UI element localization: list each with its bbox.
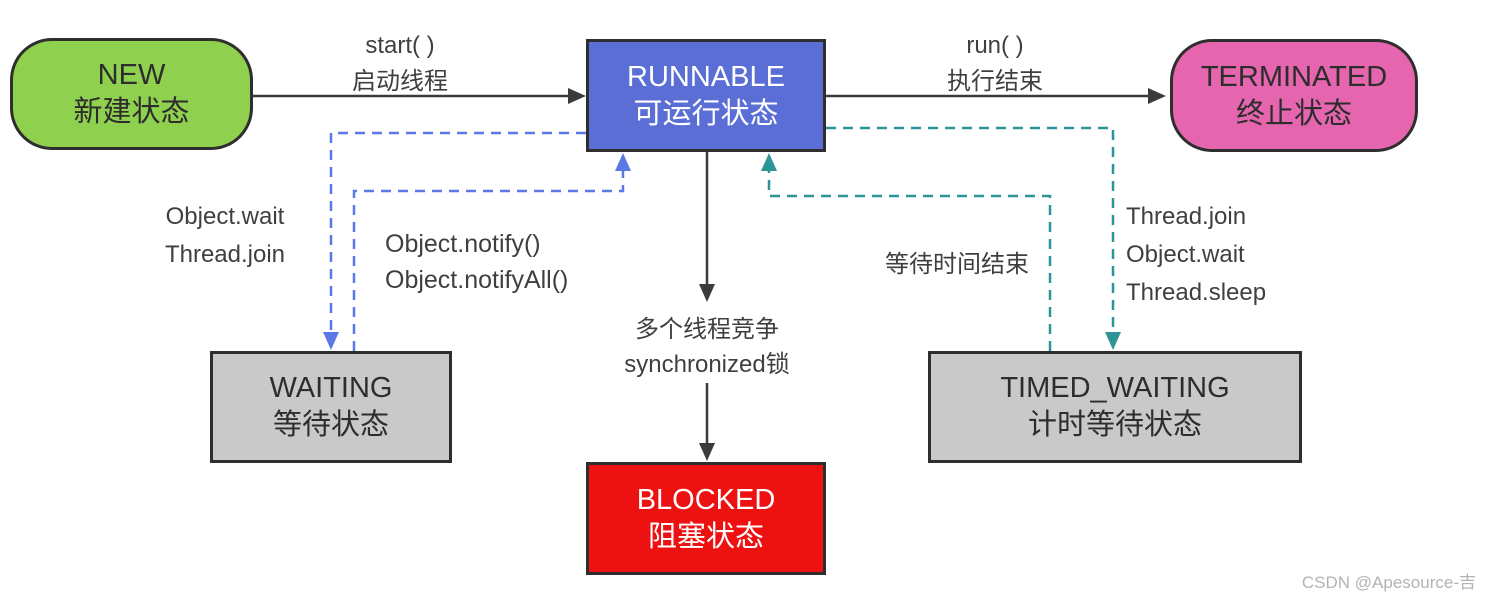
arrowhead-runnable-to-timed-waiting-icon — [1105, 332, 1121, 350]
edge-label-to-timed-waiting: Thread.join Object.wait Thread.sleep — [1126, 198, 1266, 312]
arrowhead-label-to-blocked-icon — [699, 443, 715, 461]
edge-label-to-blocked: 多个线程竞争 synchronized锁 — [590, 312, 824, 382]
edge-label-from-waiting-line1: Object.notify() — [385, 230, 541, 258]
edge-runnable-to-timed-waiting — [826, 126, 1115, 334]
arrowhead-waiting-to-runnable-icon — [615, 153, 631, 171]
node-waiting-title: WAITING — [269, 372, 393, 404]
edge-label-from-waiting-line2: Object.notifyAll() — [385, 266, 569, 294]
edge-label-to-waiting-line2: Thread.join — [164, 241, 286, 268]
edge-label-to-waiting-line1: Object.wait — [165, 203, 285, 230]
arrowhead-runnable-to-label-icon — [699, 284, 715, 302]
node-blocked-subtitle: 阻塞状态 — [647, 520, 764, 553]
node-blocked-title: BLOCKED — [636, 483, 776, 516]
edge-runnable-to-waiting — [329, 131, 586, 334]
edge-label-from-timed-waiting-line1: 等待时间结束 — [885, 251, 1029, 278]
edge-label-start-line1: start( ) — [365, 32, 435, 59]
edge-label-run-line1: run( ) — [966, 32, 1024, 59]
edge-label-from-waiting: Object.notify() Object.notifyAll() — [385, 226, 568, 298]
node-terminated-title: TERMINATED — [1200, 60, 1388, 93]
node-waiting-subtitle: 等待状态 — [272, 409, 389, 441]
node-blocked: BLOCKED 阻塞状态 — [586, 462, 826, 575]
edge-label-from-timed-waiting: 等待时间结束 — [872, 247, 1042, 283]
edge-label-to-timed-waiting-line1: Thread.join — [1126, 203, 1247, 230]
edge-label-to-timed-waiting-line2: Object.wait — [1126, 241, 1245, 268]
node-timed-waiting: TIMED_WAITING 计时等待状态 — [928, 351, 1302, 463]
node-runnable-subtitle: 可运行状态 — [633, 97, 779, 130]
edge-label-to-blocked-line1: 多个线程竞争 — [635, 316, 779, 343]
edge-waiting-to-runnable — [352, 168, 625, 351]
node-new: NEW 新建状态 — [10, 38, 253, 150]
edge-label-run: run( ) 执行结束 — [905, 28, 1085, 100]
arrowhead-runnable-to-waiting-icon — [323, 332, 339, 350]
node-new-title: NEW — [97, 59, 166, 91]
edge-label-start: start( ) 启动线程 — [305, 28, 495, 100]
node-timed-waiting-subtitle: 计时等待状态 — [1027, 409, 1202, 441]
node-terminated: TERMINATED 终止状态 — [1170, 39, 1418, 152]
arrowhead-new-to-runnable-icon — [568, 88, 586, 104]
arrowhead-runnable-to-terminated-icon — [1148, 88, 1166, 104]
node-runnable-title: RUNNABLE — [627, 60, 785, 93]
node-terminated-subtitle: 终止状态 — [1235, 97, 1352, 130]
edge-label-start-line2: 启动线程 — [352, 68, 448, 95]
node-runnable: RUNNABLE 可运行状态 — [586, 39, 826, 152]
edge-timed-waiting-to-runnable — [767, 168, 1052, 351]
edge-label-run-line2: 执行结束 — [947, 68, 1043, 95]
watermark: CSDN @Apesource-吉 — [1301, 573, 1476, 592]
edge-label-to-waiting: Object.wait Thread.join — [140, 198, 310, 274]
node-new-subtitle: 新建状态 — [73, 96, 190, 128]
edge-label-to-timed-waiting-line3: Thread.sleep — [1126, 279, 1267, 306]
node-waiting: WAITING 等待状态 — [210, 351, 452, 463]
arrowhead-timed-waiting-to-runnable-icon — [761, 153, 777, 171]
edge-label-to-blocked-line2: synchronized锁 — [624, 351, 790, 378]
node-timed-waiting-title: TIMED_WAITING — [1000, 372, 1230, 404]
